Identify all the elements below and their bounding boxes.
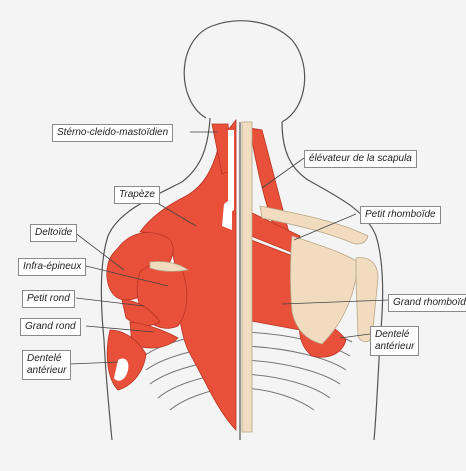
label-grand-rond: Grand rond (20, 318, 81, 336)
label-sterno-cleido-mastoidien: Stérno-cleido-mastoïdien (52, 124, 173, 142)
scapula (291, 236, 359, 344)
vertebrae (242, 122, 252, 432)
label-dentele-right-line2: antérieur (375, 341, 414, 353)
head-outline (184, 21, 304, 122)
label-infra-epineux: Infra-épineux (18, 258, 86, 276)
label-trapeze: Trapèze (114, 186, 160, 204)
label-dentele-left-line2: antérieur (27, 365, 66, 377)
label-dentele-anterieur-right: Dentelé antérieur (370, 326, 419, 356)
label-petit-rond: Petit rond (22, 290, 75, 308)
left-muscles (107, 120, 236, 430)
label-dentele-left-line1: Dentelé (27, 353, 66, 365)
label-elevateur-scapula: élévateur de la scapula (304, 150, 417, 168)
label-deltoide: Deltoïde (30, 224, 77, 242)
label-dentele-anterieur-left: Dentelé antérieur (22, 350, 71, 380)
label-dentele-right-line1: Dentelé (375, 329, 414, 341)
label-grand-rhomboide: Grand rhomboïde (388, 294, 466, 312)
label-petit-rhomboide: Petit rhomboïde (360, 206, 441, 224)
neck-left-outline (182, 118, 210, 182)
